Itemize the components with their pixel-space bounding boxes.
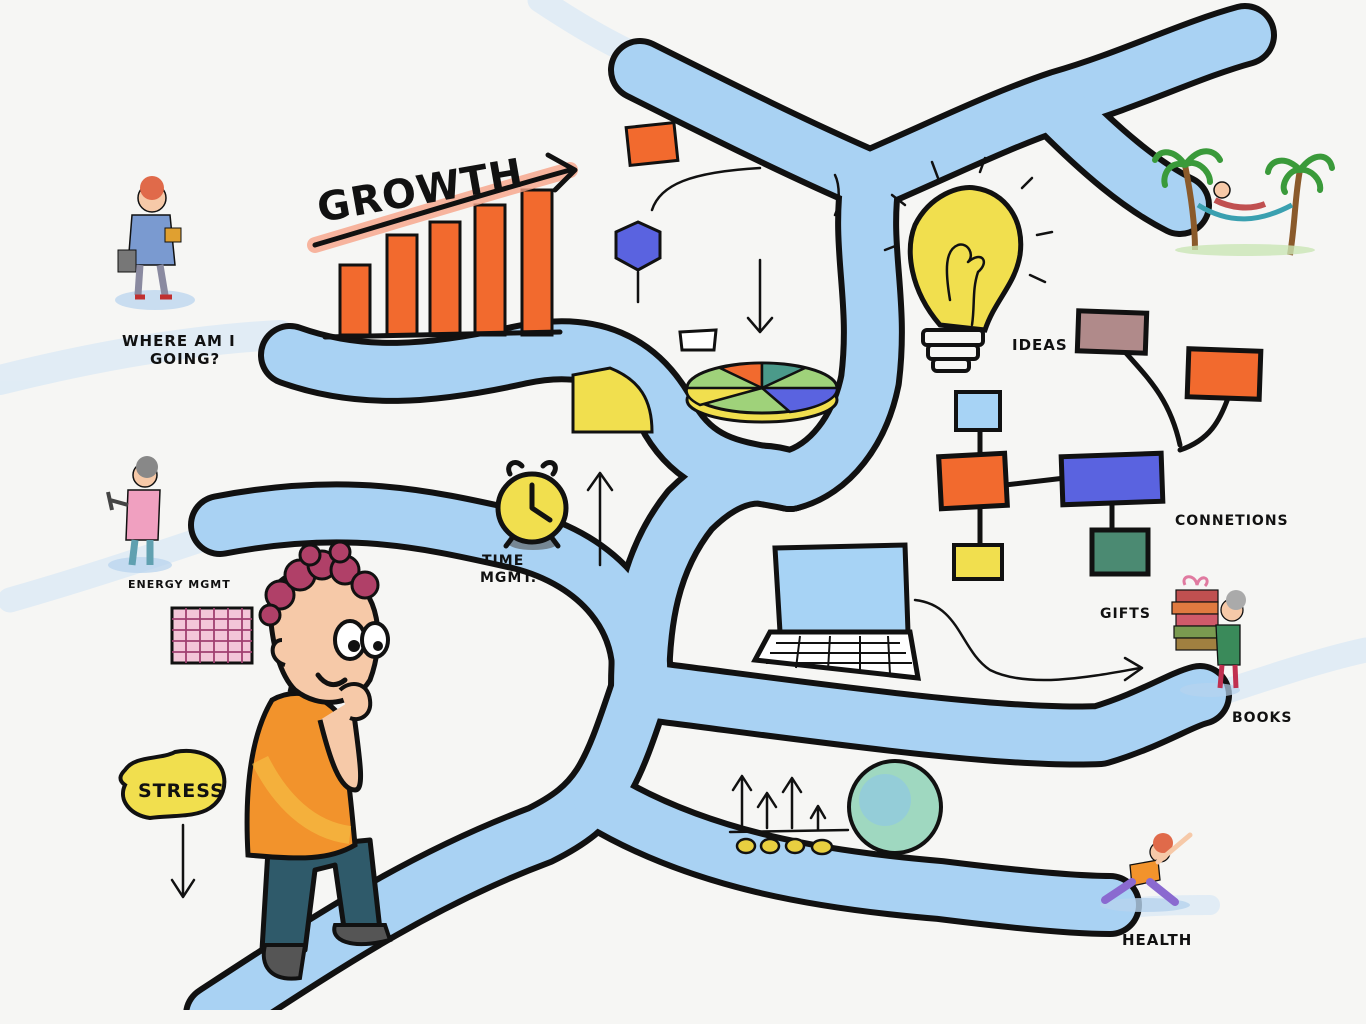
lightbulb-icon (883, 156, 1054, 373)
river-system (170, 3, 1277, 1024)
windup-person-figure (106, 456, 172, 573)
going-label: GOING? (150, 350, 220, 368)
books-label: BOOKS (1232, 710, 1292, 726)
yellow-card (952, 543, 1004, 581)
bar-chart-icon (322, 188, 563, 340)
alarm-clock-icon (495, 460, 569, 550)
hammock-icon (1196, 181, 1294, 222)
growth-arrow-icon (307, 152, 578, 253)
hexagon-icon (614, 220, 662, 272)
light-blue-card (954, 390, 1002, 432)
thinking-person-figure (244, 540, 393, 981)
energy-mgmt-label: ENERGY MGMT (128, 578, 231, 591)
gifts-label: GIFTS (1100, 606, 1151, 622)
yellow-house-shape (571, 366, 654, 434)
process-shapes (571, 120, 840, 434)
up-arrow-icon (586, 471, 614, 567)
yoga-person-figure (1100, 832, 1193, 912)
growth-bar-chart: GROWTH (307, 150, 578, 340)
teal-card (1089, 527, 1151, 577)
connections-network (936, 308, 1264, 581)
mgmt-label: MGMT. (480, 570, 537, 586)
globe-icon (847, 759, 943, 855)
orange-card-left (936, 450, 1010, 512)
small-quad (678, 328, 718, 352)
orange-card (624, 120, 680, 168)
time-label: TIME (482, 553, 524, 569)
stress-label: STRESS (138, 780, 225, 802)
rising-arrows-icon (728, 774, 850, 856)
connetions-label: CONNETIONS (1175, 513, 1289, 529)
stress-badge: STRESS (118, 749, 227, 899)
health-label: HEALTH (1122, 931, 1192, 949)
palm-tree-icon (1152, 148, 1335, 256)
laptop-icon (751, 542, 1144, 682)
blue-card (1058, 450, 1166, 508)
ideas-label: IDEAS (1012, 336, 1068, 354)
pie-chart-icon (685, 361, 839, 424)
gift-stack-icon (1171, 575, 1246, 697)
calendar-grid-icon (170, 606, 254, 665)
mauve-card (1074, 308, 1150, 356)
person-reading-figure (115, 176, 195, 310)
orange-card-right (1184, 346, 1264, 402)
where-am-i-label: WHERE AM I (122, 332, 236, 350)
